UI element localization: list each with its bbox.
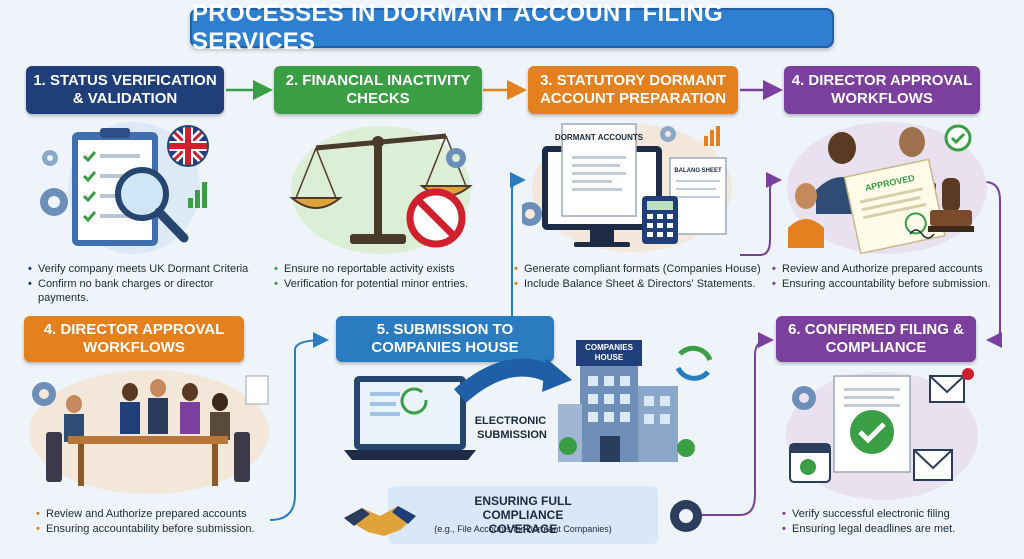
scales-illustration <box>289 126 473 254</box>
dormant-accounts-label: DORMANT ACCOUNTS <box>555 133 644 142</box>
bullet: Ensuring accountability before submissio… <box>36 522 276 536</box>
arrow-5-3 <box>509 172 526 320</box>
bullet: Verification for potential minor entries… <box>274 277 510 291</box>
arrow-3-4b <box>740 172 782 256</box>
svg-text:COMPANIES: COMPANIES <box>585 343 634 352</box>
calendar-icon <box>789 443 831 483</box>
electronic-submission-label-1: ELECTRONIC <box>475 415 547 427</box>
confirmed-illustration <box>786 368 978 500</box>
gear-icon <box>32 382 56 406</box>
mail-icon <box>929 368 974 403</box>
compliance-subtitle: (e.g., File Accounts for Dormant Compani… <box>434 524 612 534</box>
uk-flag-icon <box>167 125 209 167</box>
gear-icon <box>40 188 68 216</box>
bullet: Ensuring accountability before submissio… <box>772 277 1018 291</box>
bullet: Verify company meets UK Dormant Criteria <box>28 262 264 276</box>
submission-illustration: ELECTRONIC SUBMISSION COMPANIES HOUSE <box>344 340 713 462</box>
bullet: Review and Authorize prepared accounts <box>36 507 276 521</box>
accounts-illustration: DORMANT ACCOUNTS BALANG SHEET <box>522 123 732 252</box>
stamp-icon <box>928 178 974 232</box>
calculator-icon <box>642 196 678 244</box>
companies-house-building: COMPANIES HOUSE <box>558 340 695 462</box>
step-4b-header: 4. DIRECTOR APPROVAL WORKFLOWS <box>24 316 244 362</box>
svg-text:HOUSE: HOUSE <box>595 353 624 362</box>
mail-icon <box>913 449 953 481</box>
step-3-bullets: Generate compliant formats (Companies Ho… <box>514 262 764 292</box>
laptop-icon <box>344 376 476 460</box>
magnifier-icon <box>115 167 169 221</box>
gear-icon <box>792 386 816 410</box>
step-2-header: 2. FINANCIAL INACTIVITY CHECKS <box>274 66 482 114</box>
check-circle-icon <box>850 410 894 454</box>
compliance-box: ENSURING FULL COMPLIANCE COVERAGE (e.g.,… <box>388 486 658 544</box>
bullet: Verify successful electronic filing <box>782 507 1012 521</box>
approval-illustration: APPROVED <box>787 122 987 255</box>
bullet: Confirm no bank charges or director paym… <box>28 277 264 305</box>
arrow-4b-5 <box>269 332 329 521</box>
electronic-submission-label-2: SUBMISSION <box>477 429 547 441</box>
checklist-illustration <box>40 122 209 254</box>
step-3-header: 3. STATUTORY DORMANT ACCOUNT PREPARATION <box>528 66 738 114</box>
step-2-bullets: Ensure no reportable activity exists Ver… <box>274 262 510 292</box>
step-6-bullets: Verify successful electronic filing Ensu… <box>782 507 1012 537</box>
bullet: Ensure no reportable activity exists <box>274 262 510 276</box>
prohibition-icon <box>406 188 466 248</box>
bullet: Generate compliant formats (Companies Ho… <box>514 262 764 276</box>
step-4-bullets: Review and Authorize prepared accounts E… <box>772 262 1018 292</box>
gear-icon <box>670 500 702 532</box>
bullet: Include Balance Sheet & Directors' State… <box>514 277 764 291</box>
arrow-5-6 <box>700 332 774 516</box>
compliance-title: ENSURING FULL COMPLIANCE COVERAGE <box>474 494 572 536</box>
step-1-header: 1. STATUS VERIFICATION & VALIDATION <box>26 66 224 114</box>
step-5-header: 5. SUBMISSION TO COMPANIES HOUSE <box>336 316 554 362</box>
step-1-bullets: Verify company meets UK Dormant Criteria… <box>28 262 264 306</box>
balance-sheet-label: BALANG SHEET <box>674 168 722 174</box>
step-6-header: 6. CONFIRMED FILING & COMPLIANCE <box>776 316 976 362</box>
step-4-header: 4. DIRECTOR APPROVAL WORKFLOWS <box>784 66 980 114</box>
handshake-icon <box>344 506 416 536</box>
check-badge-icon <box>944 124 972 152</box>
step-4b-bullets: Review and Authorize prepared accounts E… <box>36 507 276 537</box>
svg-text:ELECTRONIC SUBMISSION: ELECTRONIC SUBMISSION <box>475 415 550 441</box>
meeting-illustration <box>29 370 269 494</box>
bullet: Ensuring legal deadlines are met. <box>782 522 1012 536</box>
refresh-icon <box>675 345 713 381</box>
bullet: Review and Authorize prepared accounts <box>772 262 1018 276</box>
